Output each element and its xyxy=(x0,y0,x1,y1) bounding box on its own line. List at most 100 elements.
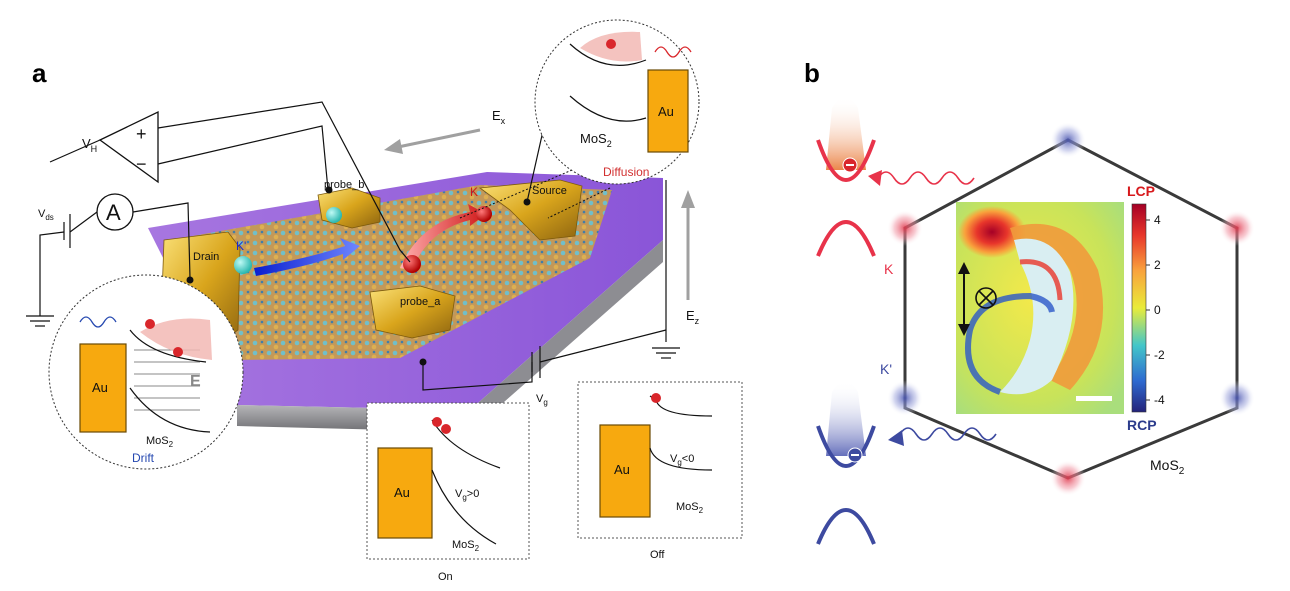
valley-k-right-top xyxy=(1219,210,1255,246)
diffusion-leader-1 xyxy=(459,169,573,219)
kp-photon xyxy=(899,427,997,441)
drift-au-block xyxy=(79,343,127,433)
off-au-block xyxy=(599,424,651,518)
polarization-arrow-top xyxy=(958,262,970,274)
off-electron xyxy=(651,393,661,403)
kp-cone xyxy=(826,381,866,456)
wire-vds-ammeter xyxy=(69,211,98,233)
panel-b: b LCP RCP xyxy=(804,58,1255,545)
kp-photon-head xyxy=(888,430,904,446)
mos2-label-b: MoS2 xyxy=(1150,457,1185,477)
polarization-arrow-bottom xyxy=(958,324,970,336)
k-prime-carrier-2 xyxy=(326,207,342,223)
circuit: VH + − A Vds xyxy=(26,101,680,407)
source-electrode xyxy=(478,179,583,241)
colorbar: LCP RCP 420-2-4 xyxy=(1127,183,1165,433)
ex-label: Ex xyxy=(492,108,506,126)
drift-e-label: E xyxy=(190,373,201,390)
node-gate xyxy=(419,358,427,366)
panel-a: a K' K probe_b probe_a Source Drain xyxy=(26,19,743,583)
off-vg-label: Vg<0 xyxy=(670,453,694,467)
on-inset: Au Vg>0 MoS2 On xyxy=(366,402,530,583)
drift-red-cloud xyxy=(140,318,212,360)
on-au-label: Au xyxy=(394,485,410,500)
k-valley-band: K xyxy=(816,97,975,277)
kp-valence-band xyxy=(816,508,876,545)
on-au-block xyxy=(377,447,433,539)
k-valence-band xyxy=(816,220,876,257)
drift-mos2: MoS2 xyxy=(146,435,174,449)
probe-a-label: probe_a xyxy=(400,296,441,308)
wire-ammeter-drain xyxy=(132,202,191,279)
ex-arrow-shaft xyxy=(397,128,481,149)
k-prime-carrier xyxy=(234,256,252,274)
hall-amplifier xyxy=(98,110,159,184)
on-electron-1 xyxy=(432,417,442,427)
off-au-label: Au xyxy=(614,462,630,477)
wire-vg-ground xyxy=(539,329,667,363)
valley-kp-right-bottom xyxy=(1219,380,1255,416)
colorbar-tick-label: 2 xyxy=(1154,258,1161,272)
wire-vh-out xyxy=(49,139,101,163)
substrate-side xyxy=(470,240,663,432)
diffusion-cb xyxy=(569,43,647,66)
diffusion-title: Diffusion xyxy=(603,165,649,179)
probe-b-label: probe_b xyxy=(324,179,364,191)
valley-kp-left xyxy=(887,380,923,416)
ammeter-label: A xyxy=(106,200,121,225)
amp-minus: − xyxy=(136,154,147,174)
mos2-lattice xyxy=(170,185,612,360)
ez-arrow-head xyxy=(681,190,695,208)
diffusion-au-label: Au xyxy=(658,104,674,119)
valley-kp-top xyxy=(1050,122,1086,158)
drift-au-label: Au xyxy=(92,380,108,395)
k-electron-minus xyxy=(846,164,854,166)
wire-vds-ground xyxy=(39,231,65,316)
kerr-map xyxy=(956,202,1124,414)
node-drain xyxy=(186,276,194,284)
on-vb xyxy=(431,469,497,545)
colorbar-tick-label: 0 xyxy=(1154,303,1161,317)
vg-label: Vg xyxy=(536,393,548,407)
diffusion-mos2: MoS2 xyxy=(580,131,612,149)
colorbar-ticks: 420-2-4 xyxy=(1146,213,1165,407)
drift-photon xyxy=(79,316,117,328)
colorbar-bottom-label: RCP xyxy=(1127,417,1157,433)
k-label-b: K xyxy=(884,261,894,277)
diffusion-leader-2 xyxy=(547,187,611,219)
vds-label: Vds xyxy=(38,208,54,222)
diffusion-photon xyxy=(654,46,692,58)
ex-arrow-head xyxy=(384,139,403,154)
kerr-red-edge xyxy=(1019,259,1063,301)
drain-label: Drain xyxy=(193,251,219,263)
into-page-x-2 xyxy=(978,290,994,306)
node-probe-b xyxy=(325,186,333,194)
on-caption: On xyxy=(438,571,453,583)
k-photon xyxy=(877,171,975,185)
field-arrows: Ex Ez xyxy=(384,108,700,326)
probe-a-electrode xyxy=(369,285,456,339)
source-label: Source xyxy=(532,185,567,197)
drift-electron-1 xyxy=(145,319,155,329)
kerr-blue-edge xyxy=(965,292,1055,395)
colorbar-top-label: LCP xyxy=(1127,183,1155,199)
into-page-symbol xyxy=(975,287,997,309)
colorbar-tick-label: -2 xyxy=(1154,348,1165,362)
k-prime-label: K' xyxy=(236,239,246,253)
k-cone xyxy=(826,97,866,170)
on-mos2: MoS2 xyxy=(452,539,480,553)
kp-valley-band: K' xyxy=(816,361,997,545)
drift-cb xyxy=(129,329,207,363)
node-source xyxy=(523,198,531,206)
wire-probe-a xyxy=(157,101,411,263)
on-electron-2 xyxy=(441,424,451,434)
colorbar-tick-label: -4 xyxy=(1154,393,1165,407)
k-label: K xyxy=(470,185,478,199)
diffusion-electron xyxy=(606,39,616,49)
kp-conduction-band xyxy=(816,425,876,468)
diffusion-vb xyxy=(569,95,647,122)
valley-k-left xyxy=(887,210,923,246)
off-caption: Off xyxy=(650,549,665,561)
k-carrier-2 xyxy=(476,206,492,222)
